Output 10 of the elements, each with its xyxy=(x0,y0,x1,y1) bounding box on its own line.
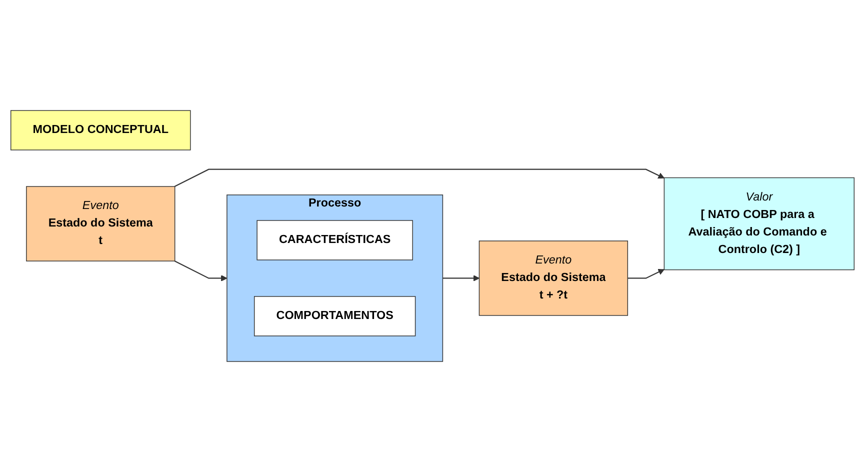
node-box: CARACTERÍSTICAS xyxy=(256,220,413,260)
arrow xyxy=(174,168,664,187)
node-box: MODELO CONCEPTUAL xyxy=(10,110,191,150)
node-box: COMPORTAMENTOS xyxy=(254,296,416,336)
node-box: Evento Estado do Sistema t xyxy=(26,186,176,262)
node-box: Valor [ NATO COBP para a Avaliação do Comando e Controlo (C2) ] xyxy=(664,177,855,270)
arrow xyxy=(442,274,480,282)
arrow xyxy=(174,260,228,282)
node-box: Evento Estado do Sistema t + ?t xyxy=(478,240,628,316)
arrow xyxy=(628,269,664,279)
